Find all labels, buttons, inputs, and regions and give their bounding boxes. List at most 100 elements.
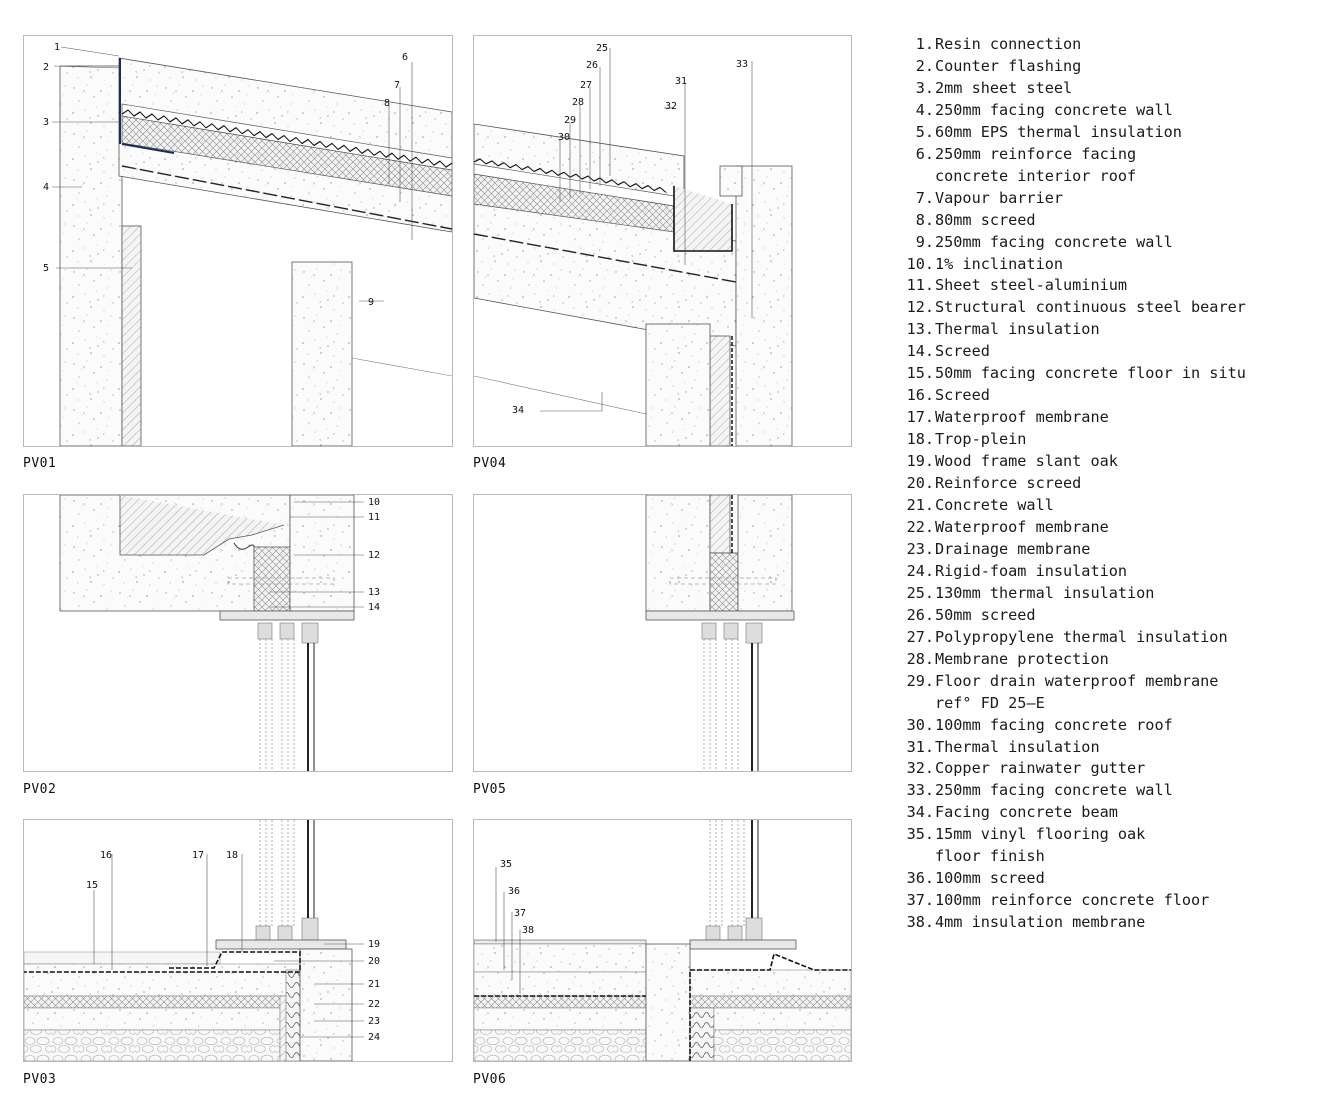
legend-item-number: 13.	[906, 320, 934, 339]
callout-31: 31	[675, 76, 687, 87]
detail-drawing-pv03: 15 16 17 18 19 20 21 22 23 24	[24, 820, 380, 1061]
legend-item-text: 2mm sheet steel	[935, 78, 1073, 97]
legend-item: 19.Wood frame slant oak	[886, 451, 1246, 473]
legend-item-text: 60mm EPS thermal insulation	[935, 122, 1182, 141]
legend-item: 12.Structural continuous steel bearer	[886, 297, 1246, 319]
legend-item: 30.100mm facing concrete roof	[886, 715, 1246, 737]
legend-item-text: Sheet steel-aluminium	[935, 276, 1128, 295]
callout-26: 26	[586, 60, 598, 71]
legend-item: 29.Floor drain waterproof membrane ref° …	[886, 671, 1246, 715]
detail-drawing-pv01: 1 2 3 4 5 6 7 8 9	[43, 42, 452, 446]
legend-item: 35.15mm vinyl flooring oak floor finish	[886, 824, 1246, 868]
legend-item-number: 22.	[906, 517, 934, 536]
panel-label-pv01: PV01	[23, 456, 57, 471]
legend-item-text: 130mm thermal insulation	[935, 583, 1155, 602]
panel-label-pv03: PV03	[23, 1072, 57, 1087]
legend-item-number: 34.	[906, 803, 934, 822]
legend-item-number: 21.	[906, 496, 934, 515]
legend-item-text: Wood frame slant oak	[935, 452, 1118, 471]
legend-item-number: 27.	[906, 627, 934, 646]
detail-drawing-pv02: 10 11 12 13 14	[59, 495, 380, 771]
legend-item-number: 19.	[906, 452, 934, 471]
callout-11: 11	[368, 512, 380, 523]
legend-item: 2.Counter flashing	[886, 56, 1246, 78]
callout-20: 20	[368, 956, 380, 967]
detail-drawing-pv06: 35 36 37 38	[474, 820, 851, 1061]
callout-35: 35	[500, 859, 512, 870]
legend-item-number: 10.	[906, 254, 934, 273]
legend-item-number: 23.	[906, 539, 934, 558]
callout-23: 23	[368, 1016, 380, 1027]
callout-16: 16	[100, 850, 112, 861]
legend-item: 25.130mm thermal insulation	[886, 583, 1246, 605]
callout-9: 9	[368, 297, 374, 308]
legend-item: 14.Screed	[886, 341, 1246, 363]
legend-item-number: 30.	[906, 715, 934, 734]
legend-item-number: 5.	[915, 122, 934, 141]
legend-item-text: Thermal insulation	[935, 320, 1100, 339]
callout-37: 37	[514, 908, 526, 919]
callout-5: 5	[43, 263, 49, 274]
legend-item: 6.250mm reinforce facing concrete interi…	[886, 144, 1246, 188]
legend-item-text: Copper rainwater gutter	[935, 759, 1146, 778]
detail-drawing-pv04: 25 26 27 28 29 30 31 32 33 34	[474, 43, 793, 446]
callout-6: 6	[402, 52, 408, 63]
callout-17: 17	[192, 850, 204, 861]
legend-item-text: Waterproof membrane	[935, 517, 1109, 536]
legend-item-number: 18.	[906, 430, 934, 449]
legend-item: 8.80mm screed	[886, 210, 1246, 232]
callout-4: 4	[43, 182, 49, 193]
panel-label-pv02: PV02	[23, 782, 57, 797]
legend-item-number: 38.	[906, 913, 934, 932]
callout-18: 18	[226, 850, 238, 861]
callout-2: 2	[43, 62, 49, 73]
legend-item-text: 250mm facing concrete wall	[935, 781, 1173, 800]
callout-29: 29	[564, 115, 576, 126]
legend-item-number: 15.	[906, 364, 934, 383]
legend-item-number: 33.	[906, 781, 934, 800]
legend-item-text: Waterproof membrane	[935, 408, 1109, 427]
legend-item-number: 29.	[906, 671, 934, 690]
legend-item-text: Trop-plein	[935, 430, 1027, 449]
legend-item: 15.50mm facing concrete floor in situ	[886, 363, 1246, 385]
legend-item: 17.Waterproof membrane	[886, 407, 1246, 429]
legend-item-text: Resin connection	[935, 35, 1082, 53]
legend-item-number: 26.	[906, 605, 934, 624]
legend-item-text: Membrane protection	[935, 649, 1109, 668]
legend-item-text: Vapour barrier	[935, 188, 1064, 207]
legend-item-text: 100mm screed	[935, 869, 1045, 888]
callout-12: 12	[368, 550, 380, 561]
legend-item-number: 24.	[906, 561, 934, 580]
callout-27: 27	[580, 80, 592, 91]
legend-item-number: 3.	[915, 78, 934, 97]
legend-item: 7.Vapour barrier	[886, 188, 1246, 210]
legend-item: 32.Copper rainwater gutter	[886, 758, 1246, 780]
legend-item-number: 32.	[906, 759, 934, 778]
legend-item: 33.250mm facing concrete wall	[886, 780, 1246, 802]
callout-28: 28	[572, 97, 584, 108]
legend-item: 31.Thermal insulation	[886, 737, 1246, 759]
legend-item-number: 31.	[906, 737, 934, 756]
legend-item-number: 36.	[906, 869, 934, 888]
legend-item-number: 17.	[906, 408, 934, 427]
callout-25: 25	[596, 43, 608, 54]
legend-item-number: 12.	[906, 298, 934, 317]
legend-item: 37.100mm reinforce concrete floor	[886, 890, 1246, 912]
callout-7: 7	[394, 80, 400, 91]
legend-item-text: Concrete wall	[935, 496, 1054, 515]
legend-item-text: 250mm facing concrete wall	[935, 100, 1173, 119]
legend-item: 10.1% inclination	[886, 254, 1246, 276]
legend-item-number: 14.	[906, 342, 934, 361]
legend-item-text: Screed	[935, 386, 990, 405]
legend-item-number: 2.	[915, 56, 934, 75]
legend-item-text: Screed	[935, 342, 990, 361]
legend-item-number: 20.	[906, 474, 934, 493]
detail-drawing-pv05	[645, 495, 795, 771]
detail-panel-pv01: 1 2 3 4 5 6 7 8 9	[23, 35, 453, 447]
callout-30: 30	[558, 132, 570, 143]
legend-item-number: 35.	[906, 825, 934, 844]
callout-15: 15	[86, 880, 98, 891]
legend-item-number: 7.	[915, 188, 934, 207]
callout-24: 24	[368, 1032, 380, 1043]
legend-item-text: 100mm facing concrete roof	[935, 715, 1173, 734]
